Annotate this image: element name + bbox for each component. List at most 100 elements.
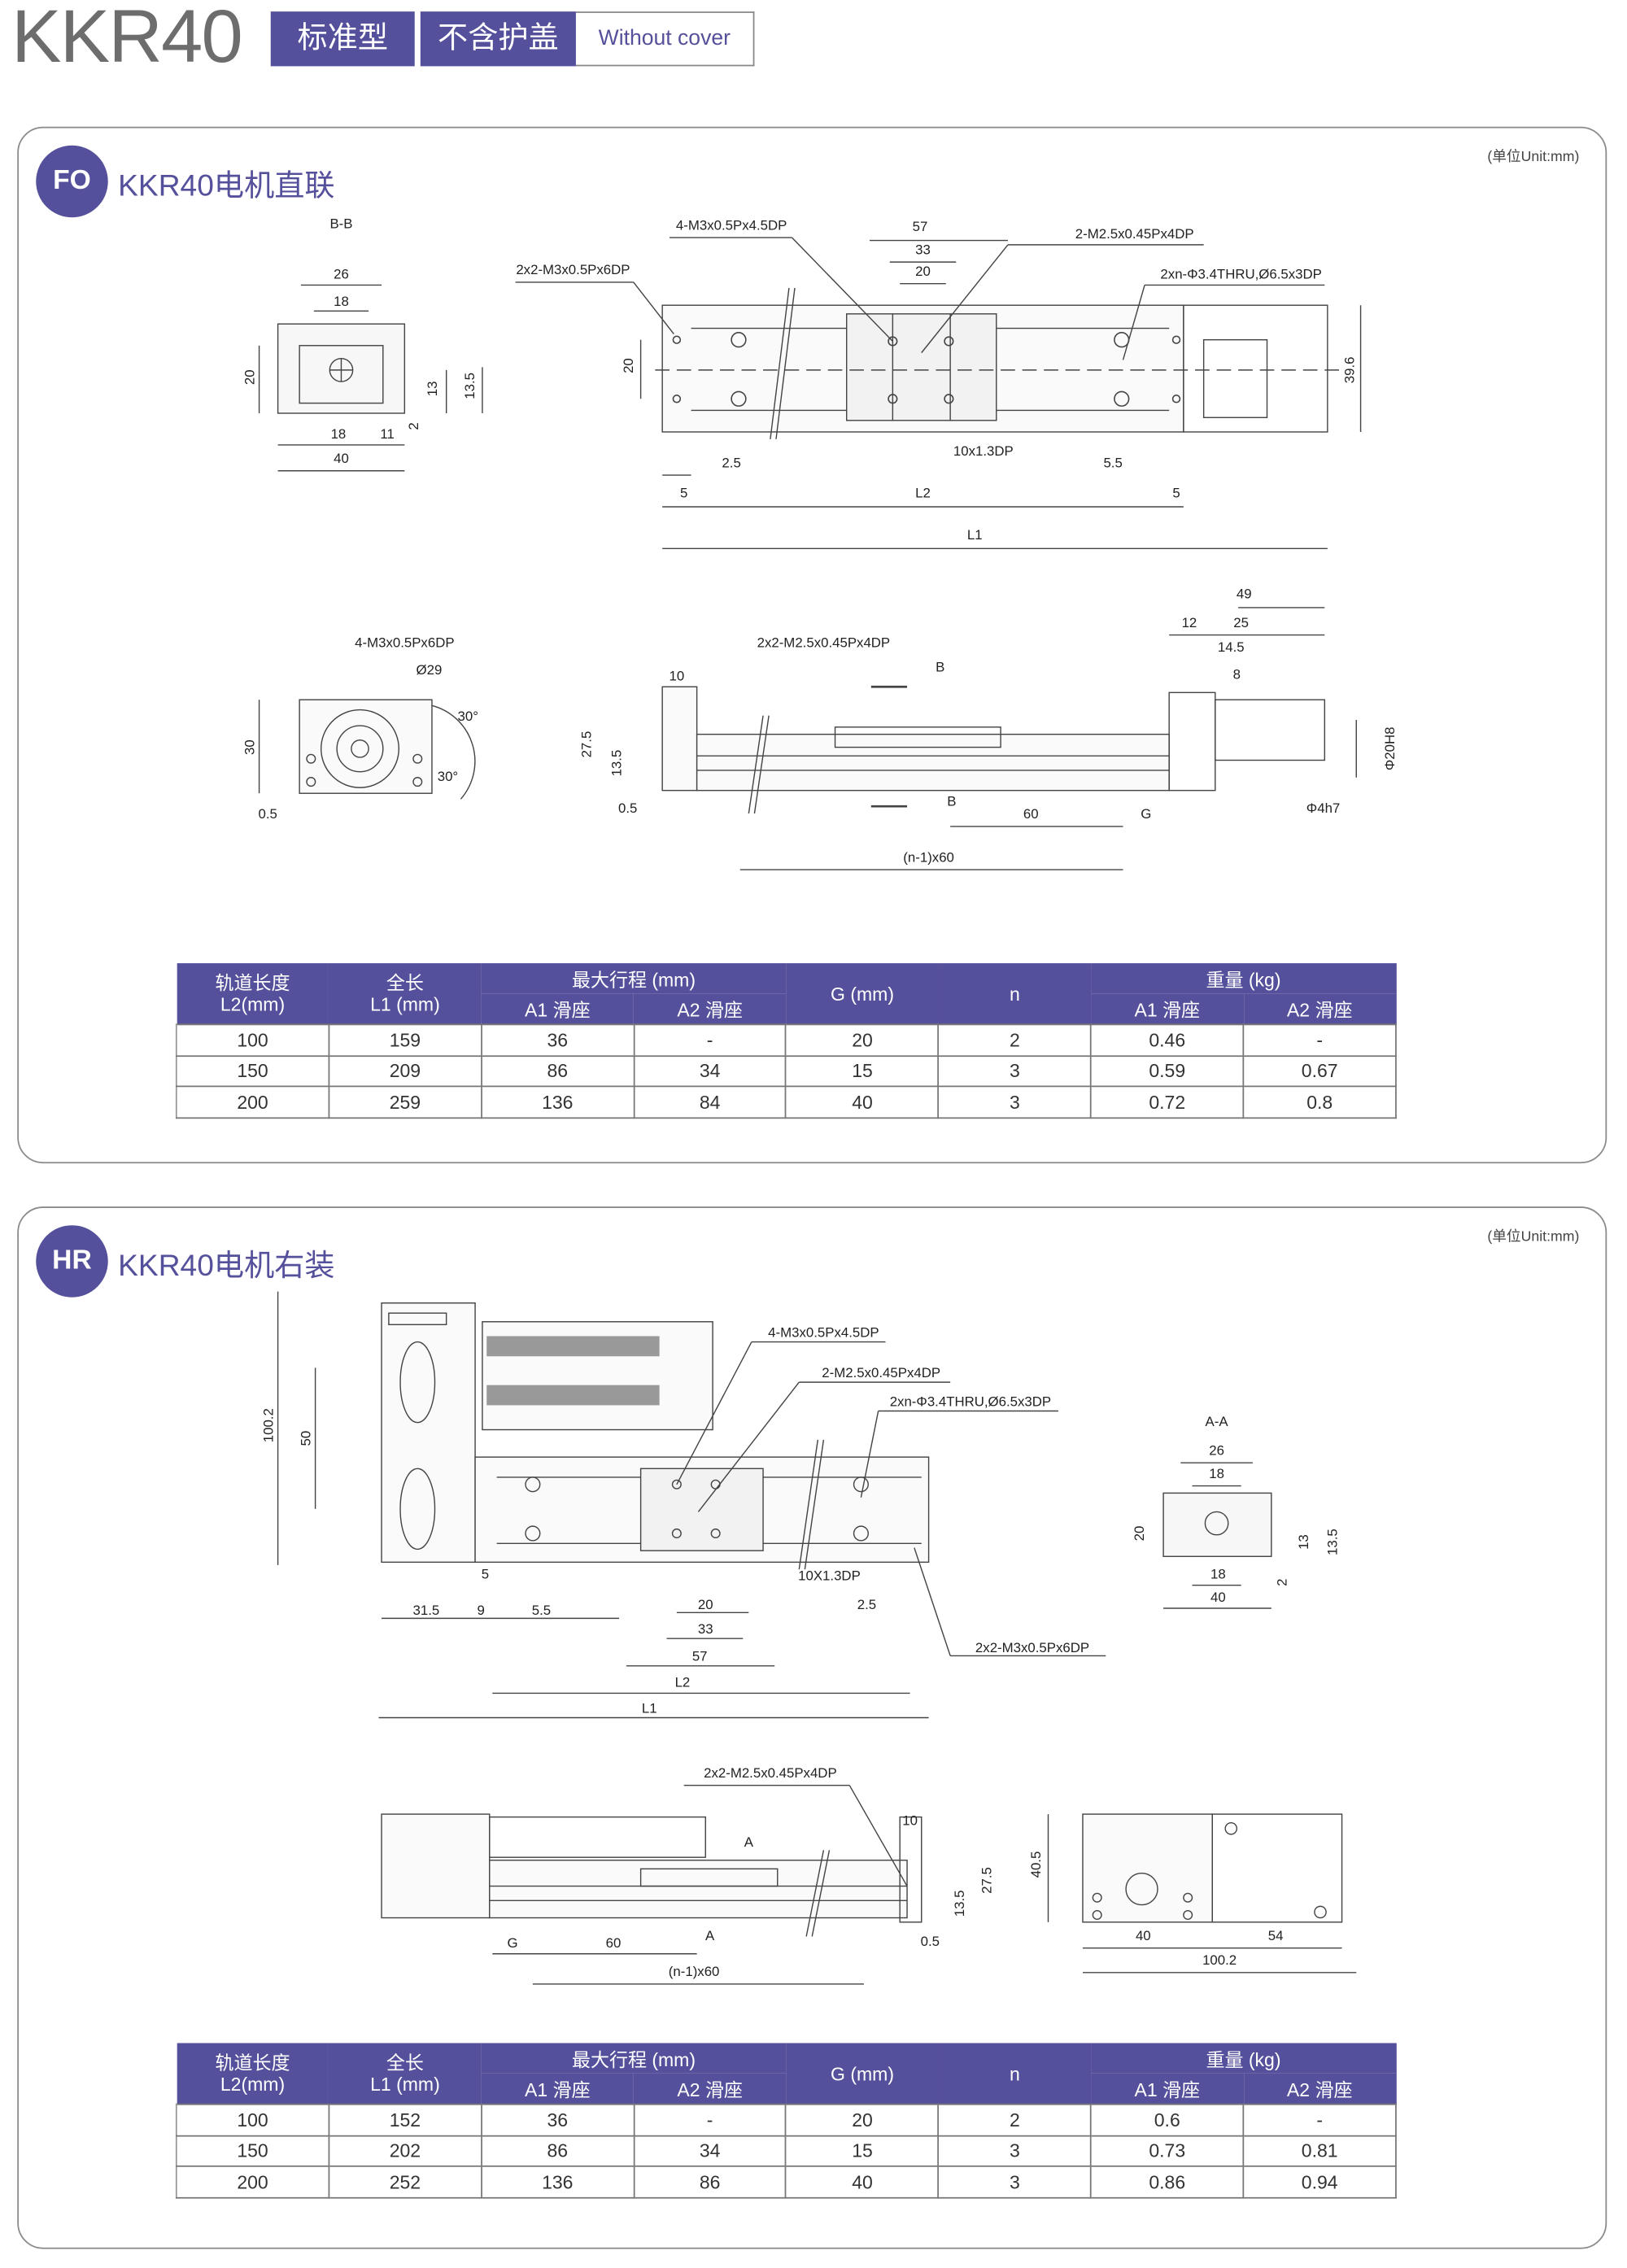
dimension-label: 5.5 (1103, 456, 1123, 472)
table-cell: 200 (175, 1085, 330, 1119)
dimension-label: A-A (1205, 1414, 1228, 1431)
dimension-label: 0.5 (617, 800, 638, 818)
dimension-label: 13.5 (463, 372, 479, 399)
dimension-label: 49 (1236, 587, 1252, 603)
dimension-label: 27.5 (579, 731, 595, 758)
header-stroke-a1: A1 滑座 (481, 2073, 634, 2104)
table-cell: 252 (328, 2165, 482, 2198)
dimension-label: 100.2 (261, 1408, 277, 1443)
dimension-label: 60 (605, 1935, 622, 1952)
dimension-label: 26 (1209, 1443, 1224, 1459)
dimension-label: 13.5 (1325, 1529, 1341, 1555)
dimension-label: 2x2-M3x0.5Px6DP (975, 1640, 1090, 1657)
table-cell: 0.67 (1242, 1054, 1397, 1088)
table-cell: 15 (785, 1054, 940, 1088)
dimension-label: 27.5 (979, 1867, 996, 1894)
hr-top-view-drawing (277, 1291, 1106, 1719)
tag-without-cover-cn: 不含护盖 (420, 11, 576, 67)
dimension-label: B (936, 660, 945, 676)
dimension-label: 2-M2.5x0.45Px4DP (1075, 226, 1194, 243)
dimension-label: 10 (902, 1813, 918, 1830)
dimension-label: 9 (477, 1603, 485, 1620)
table-cell: 86 (480, 1054, 635, 1088)
table-cell: 150 (175, 1054, 330, 1088)
table-cell: 0.94 (1242, 2165, 1397, 2198)
dimension-label: (n-1)x60 (903, 850, 954, 866)
dimension-label: 8 (1232, 667, 1241, 683)
hr-side-view-drawing (381, 1784, 923, 1985)
dimension-label: L2 (674, 1675, 691, 1691)
header-g: G (mm) (786, 963, 939, 1025)
table-cell: 3 (937, 2134, 1092, 2167)
dimension-label: 30° (457, 709, 478, 726)
table-cell: 0.72 (1090, 1085, 1245, 1119)
dimension-label: 13.5 (952, 1890, 969, 1917)
header-weight-a2: A2 滑座 (1243, 2073, 1396, 2104)
dimension-label: 0.5 (258, 807, 277, 823)
dimension-label: 18 (1209, 1466, 1224, 1483)
header-max-stroke: 最大行程 (mm) (481, 2043, 787, 2074)
dimension-label: 20 (697, 1597, 713, 1614)
fo-unit-note: (单位Unit:mm) (1487, 150, 1580, 166)
header-weight: 重量 (kg) (1091, 963, 1396, 994)
table-cell: 0.73 (1090, 2134, 1245, 2167)
dimension-label: 18 (330, 426, 347, 443)
table-cell: 100 (175, 1023, 330, 1057)
table-cell: 259 (328, 1085, 482, 1119)
dimension-label: 30° (437, 770, 459, 786)
table-cell: 3 (937, 1085, 1092, 1119)
dimension-label: G (507, 1935, 518, 1952)
dimension-label: 2xn-Φ3.4THRU,Ø6.5x3DP (889, 1394, 1052, 1411)
dimension-label: 100.2 (1202, 1952, 1237, 1969)
dimension-label: (n-1)x60 (668, 1965, 720, 1981)
dimension-label: 13 (425, 381, 442, 397)
hr-section-title: KKR40电机右装 (118, 1250, 335, 1283)
table-cell: 36 (480, 2103, 635, 2136)
dimension-label: 2-M2.5x0.45Px4DP (822, 1365, 941, 1382)
fo-section-title: KKR40电机直联 (118, 169, 335, 203)
header-stroke-a1: A1 滑座 (481, 993, 634, 1025)
dimension-label: 54 (1267, 1928, 1284, 1945)
dimension-label: 18 (334, 294, 349, 311)
table-cell: 152 (328, 2103, 482, 2136)
table-cell: 0.81 (1242, 2134, 1397, 2167)
header-stroke-a2: A2 滑座 (633, 2073, 787, 2104)
hr-unit-note: (单位Unit:mm) (1487, 1229, 1580, 1245)
dimension-label: L2 (915, 486, 931, 502)
header-g: G (mm) (786, 2043, 939, 2104)
table-cell: 34 (633, 1054, 787, 1088)
header-n: n (938, 963, 1092, 1025)
dimension-label: 60 (1023, 807, 1039, 823)
table-cell: 34 (633, 2134, 787, 2167)
table-cell: 20 (785, 2103, 940, 2136)
fo-top-view-drawing (515, 237, 1362, 550)
table-cell: 202 (328, 2134, 482, 2167)
table-cell: 0.46 (1090, 1023, 1245, 1057)
model-title: KKR40 (11, 0, 243, 80)
header-weight-a1: A1 滑座 (1091, 2073, 1244, 2104)
table-cell: - (633, 2103, 787, 2136)
fo-badge: FO (36, 145, 108, 218)
dimension-label: 5 (1172, 486, 1180, 502)
table-cell: 200 (175, 2165, 330, 2198)
dimension-label: 20 (1132, 1525, 1149, 1542)
dimension-label: 2 (406, 422, 423, 430)
table-cell: 3 (937, 1054, 1092, 1088)
tag-without-cover-en: Without cover (575, 11, 755, 67)
table-cell: 0.6 (1090, 2103, 1245, 2136)
dimension-label: 20 (915, 264, 931, 281)
table-cell: 84 (633, 1085, 787, 1119)
table-cell: - (1242, 2103, 1397, 2136)
table-cell: 20 (785, 1023, 940, 1057)
dimension-label: 40.5 (1028, 1851, 1045, 1878)
dimension-label: 5 (481, 1567, 490, 1584)
